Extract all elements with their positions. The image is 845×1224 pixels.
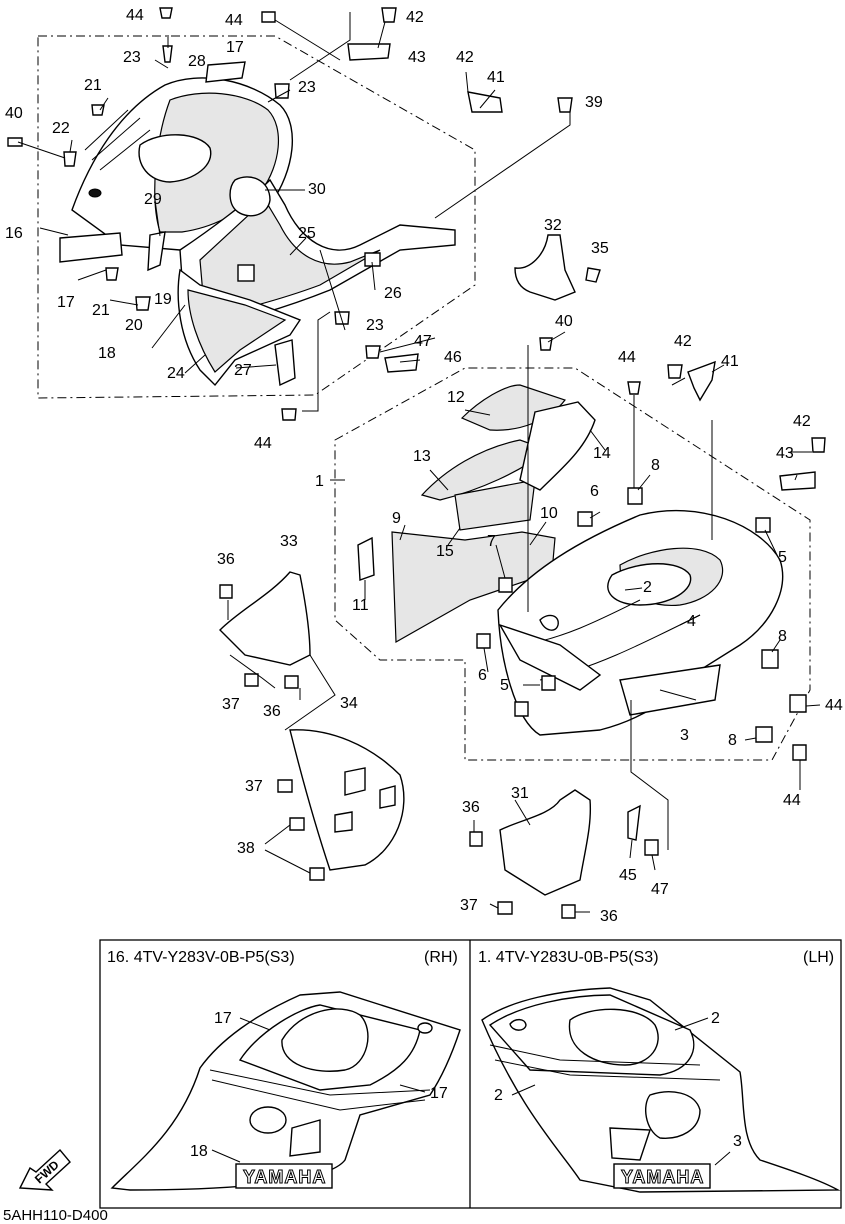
- label-24: 24: [167, 365, 185, 382]
- label-42c: 42: [674, 333, 692, 350]
- rh-yamaha-logo: YAMAHA: [243, 1167, 326, 1187]
- lh-cowling-drawing: YAMAHA 2 2 3: [481, 987, 841, 1193]
- label-8a: 8: [651, 457, 660, 474]
- label-8b: 8: [778, 628, 787, 645]
- label-44f: 44: [783, 792, 801, 809]
- label-36b: 36: [263, 703, 281, 720]
- label-17a: 17: [226, 39, 244, 56]
- label-31: 31: [511, 785, 529, 802]
- label-15: 15: [436, 543, 454, 560]
- label-23c: 23: [366, 317, 384, 334]
- label-26: 26: [384, 285, 402, 302]
- label-27: 27: [234, 362, 252, 379]
- callout-labels: 40 22 21 23 44 28 17 44 23 42 43 42 41 3…: [5, 7, 843, 925]
- label-44e: 44: [825, 697, 843, 714]
- rh-label-18: 18: [190, 1143, 208, 1160]
- label-2: 2: [643, 579, 652, 596]
- label-17b: 17: [57, 294, 75, 311]
- label-3: 3: [680, 727, 689, 744]
- label-10: 10: [540, 505, 558, 522]
- right-side-cowling-assembly: [7, 7, 601, 421]
- lh-label-2b: 2: [494, 1087, 503, 1104]
- label-22: 22: [52, 120, 70, 137]
- lh-label-3: 3: [733, 1133, 742, 1150]
- label-46: 46: [444, 349, 462, 366]
- label-43b: 43: [776, 445, 794, 462]
- fwd-arrow-icon: FWD: [18, 1148, 71, 1191]
- label-1: 1: [315, 473, 324, 490]
- label-5b: 5: [500, 677, 509, 694]
- rh-header-side: (RH): [424, 949, 458, 966]
- label-32: 32: [544, 217, 562, 234]
- label-18: 18: [98, 345, 116, 362]
- label-41a: 41: [487, 69, 505, 86]
- label-44a: 44: [126, 7, 144, 24]
- label-43a: 43: [408, 49, 426, 66]
- label-30: 30: [308, 181, 326, 198]
- label-29: 29: [144, 191, 162, 208]
- label-36d: 36: [600, 908, 618, 925]
- label-11: 11: [352, 597, 369, 614]
- label-28: 28: [188, 53, 206, 70]
- label-21b: 21: [92, 302, 110, 319]
- label-37a: 37: [222, 696, 240, 713]
- label-45: 45: [619, 867, 637, 884]
- lh-header-part: 1. 4TV-Y283U-0B-P5(S3): [478, 949, 659, 966]
- variant-panels: 16. 4TV-Y283V-0B-P5(S3) (RH) 1. 4TV-Y283…: [99, 939, 842, 1209]
- label-6a: 6: [590, 483, 599, 500]
- left-side-cowling-assembly: [330, 331, 826, 850]
- label-44c: 44: [254, 435, 272, 452]
- label-44b: 44: [225, 12, 243, 29]
- label-36a: 36: [217, 551, 235, 568]
- label-20: 20: [125, 317, 143, 334]
- lh-yamaha-logo: YAMAHA: [621, 1167, 704, 1187]
- lh-header-side: (LH): [803, 949, 834, 966]
- label-8c: 8: [728, 732, 737, 749]
- label-40a: 40: [5, 105, 23, 122]
- label-14: 14: [593, 445, 611, 462]
- label-12: 12: [447, 389, 465, 406]
- label-40b: 40: [555, 313, 573, 330]
- label-38: 38: [237, 840, 255, 857]
- label-42a: 42: [406, 9, 424, 26]
- label-25: 25: [298, 225, 316, 242]
- label-42b: 42: [456, 49, 474, 66]
- label-37b: 37: [245, 778, 263, 795]
- label-16: 16: [5, 225, 23, 242]
- label-44d: 44: [618, 349, 636, 366]
- label-21a: 21: [84, 77, 102, 94]
- label-35: 35: [591, 240, 609, 257]
- label-47a: 47: [414, 333, 432, 350]
- diagram-code: 5AHH110-D400: [3, 1207, 108, 1224]
- rh-cowling-drawing: YAMAHA 17 17 18: [110, 991, 461, 1191]
- label-39: 39: [585, 94, 603, 111]
- label-6b: 6: [478, 667, 487, 684]
- rh-label-17b: 17: [430, 1085, 448, 1102]
- label-5a: 5: [778, 549, 787, 566]
- label-13: 13: [413, 448, 431, 465]
- label-41b: 41: [721, 353, 739, 370]
- label-42d: 42: [793, 413, 811, 430]
- label-23a: 23: [123, 49, 141, 66]
- label-4: 4: [687, 613, 696, 630]
- label-47b: 47: [651, 881, 669, 898]
- rh-header-part: 16. 4TV-Y283V-0B-P5(S3): [107, 949, 295, 966]
- label-37c: 37: [460, 897, 478, 914]
- label-9: 9: [392, 510, 401, 527]
- label-19: 19: [154, 291, 172, 308]
- rh-label-17a: 17: [214, 1010, 232, 1027]
- lh-label-2a: 2: [711, 1010, 720, 1027]
- label-7: 7: [487, 533, 496, 550]
- label-36c: 36: [462, 799, 480, 816]
- label-33: 33: [280, 533, 298, 550]
- inner-panel-parts: [219, 571, 659, 919]
- label-34: 34: [340, 695, 358, 712]
- label-23b: 23: [298, 79, 316, 96]
